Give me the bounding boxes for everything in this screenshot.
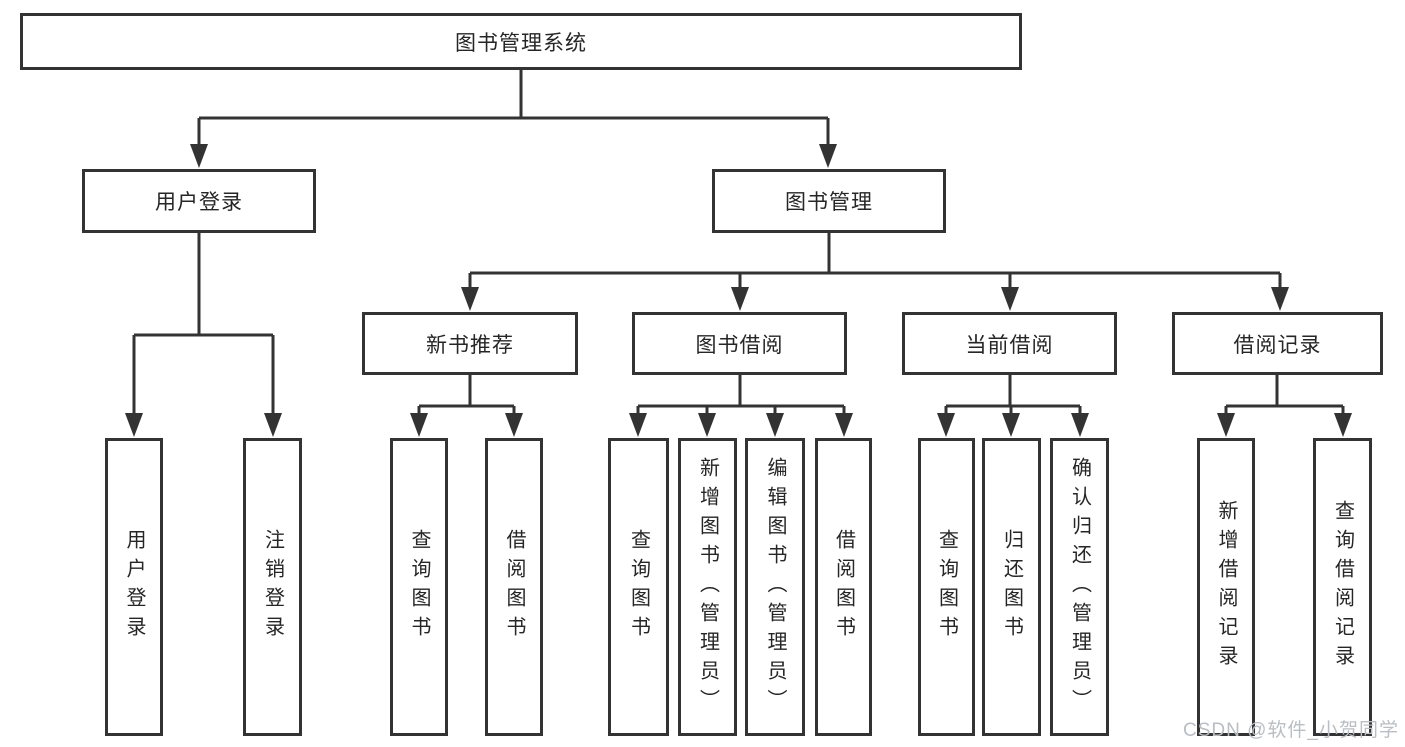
leaf-query-borrow-record: 查询借阅记录	[1313, 438, 1372, 736]
leaf-query-books-recommend: 查询图书	[390, 438, 448, 736]
node-borrowing-records: 借阅记录	[1172, 312, 1383, 375]
node-current-borrowing: 当前借阅	[902, 312, 1117, 375]
leaf-query-books-current: 查询图书	[918, 438, 975, 736]
leaf-borrow-books-borrowing: 借阅图书	[815, 438, 872, 736]
leaf-borrow-books-recommend: 借阅图书	[485, 438, 543, 736]
node-book-borrowing: 图书借阅	[632, 312, 847, 375]
node-user-login: 用户登录	[82, 169, 316, 233]
node-root-library-system: 图书管理系统	[20, 13, 1022, 70]
node-new-book-recommend: 新书推荐	[362, 312, 578, 375]
csdn-watermark: CSDN @软件_小贺同学	[1183, 720, 1399, 741]
leaf-return-books: 归还图书	[982, 438, 1041, 736]
leaf-edit-books-admin: 编辑图书（管理员）	[745, 438, 805, 736]
leaf-add-books-admin: 新增图书（管理员）	[678, 438, 737, 736]
leaf-query-books-borrowing: 查询图书	[608, 438, 669, 736]
leaf-confirm-return-admin: 确认归还（管理员）	[1050, 438, 1109, 736]
leaf-add-borrow-record: 新增借阅记录	[1197, 438, 1255, 736]
arrowhead-group	[125, 144, 1352, 437]
node-book-management: 图书管理	[712, 169, 946, 233]
leaf-user-login: 用户登录	[105, 438, 163, 736]
leaf-logout: 注销登录	[243, 438, 302, 736]
